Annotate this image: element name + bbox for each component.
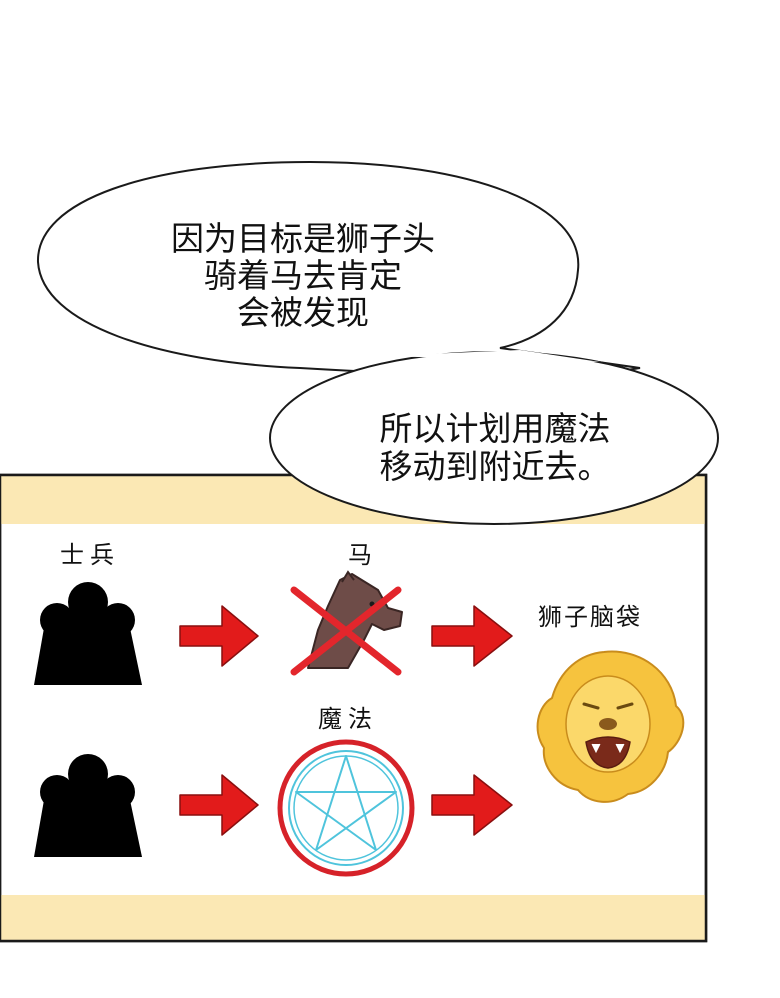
label-lion-head: 狮子脑袋 <box>538 603 642 631</box>
bubble-bottom-line-1: 所以计划用魔法 <box>380 409 611 448</box>
label-soldiers: 士兵 <box>60 541 120 569</box>
arrow-right-icon <box>431 774 513 836</box>
speech-bubble-top: 因为目标是狮子头 骑着马去肯定 会被发现 <box>36 160 641 378</box>
arrow-right-icon <box>179 774 259 836</box>
pentagram-circle-icon <box>277 739 415 877</box>
arrow-right-icon <box>179 605 259 667</box>
bubble-top-line-2: 骑着马去肯定 <box>204 256 402 295</box>
soldiers-silhouette-icon <box>34 582 142 685</box>
panel-bottom-band <box>0 895 705 940</box>
bubble-top-line-1: 因为目标是狮子头 <box>171 219 435 258</box>
speech-bubble-bottom: 所以计划用魔法 移动到附近去。 <box>269 350 719 525</box>
label-magic: 魔法 <box>318 705 378 733</box>
label-horse: 马 <box>348 541 378 569</box>
red-cross-icon <box>290 586 402 676</box>
arrow-right-icon <box>431 605 513 667</box>
bubble-top-line-3: 会被发现 <box>237 293 369 332</box>
soldiers-silhouette-icon <box>34 754 142 857</box>
lion-head-icon <box>536 650 685 803</box>
bubble-bottom-line-2: 移动到附近去。 <box>380 447 611 486</box>
